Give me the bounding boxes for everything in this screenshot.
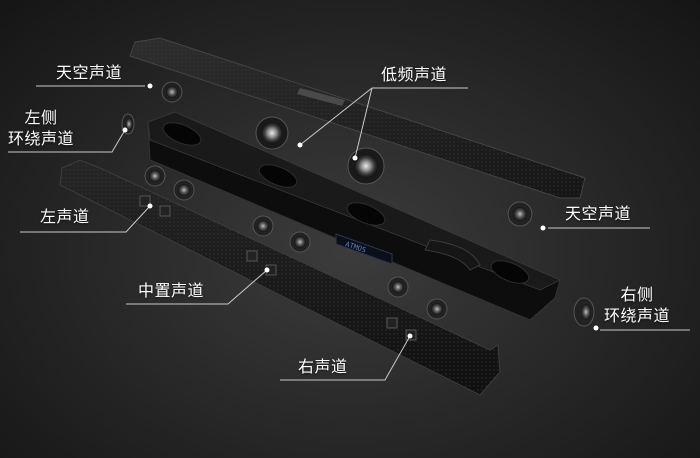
height-driver-right (507, 201, 533, 227)
callout-low-frequency: 低频声道 (381, 64, 447, 85)
callout-right-surround-line1: 右侧 (620, 285, 654, 304)
callout-left-surround: 左侧 环绕声道 (8, 107, 74, 149)
leader-lines (8, 85, 690, 381)
surround-driver-right (573, 297, 595, 327)
callout-low-frequency-text: 低频声道 (381, 65, 448, 84)
callout-center-text: 中置声道 (138, 281, 205, 300)
surround-driver-left (121, 113, 135, 135)
woofer-upper (255, 116, 289, 150)
woofer-lower (347, 147, 385, 185)
height-driver-left (161, 81, 183, 103)
callout-center: 中置声道 (138, 280, 204, 301)
callout-right-height: 天空声道 (565, 203, 631, 224)
callout-top-left-height-text: 天空声道 (56, 63, 123, 82)
top-grill-cover (129, 37, 586, 199)
callout-right-surround: 右侧 环绕声道 (604, 284, 670, 326)
callout-right-surround-line2: 环绕声道 (604, 306, 671, 325)
front-grill (59, 159, 501, 396)
left-drivers (139, 165, 195, 217)
callout-left: 左声道 (40, 206, 90, 227)
callout-left-surround-line1: 左侧 (24, 108, 58, 127)
callout-top-left-height: 天空声道 (56, 62, 122, 83)
soundbar-body (147, 111, 561, 321)
callout-right-text: 右声道 (298, 357, 348, 376)
callout-left-surround-line2: 环绕声道 (8, 129, 75, 148)
callout-right: 右声道 (298, 356, 348, 377)
leader-dots (122, 83, 599, 339)
callout-left-text: 左声道 (40, 207, 90, 226)
callout-right-height-text: 天空声道 (565, 204, 632, 223)
center-drivers (246, 215, 311, 276)
